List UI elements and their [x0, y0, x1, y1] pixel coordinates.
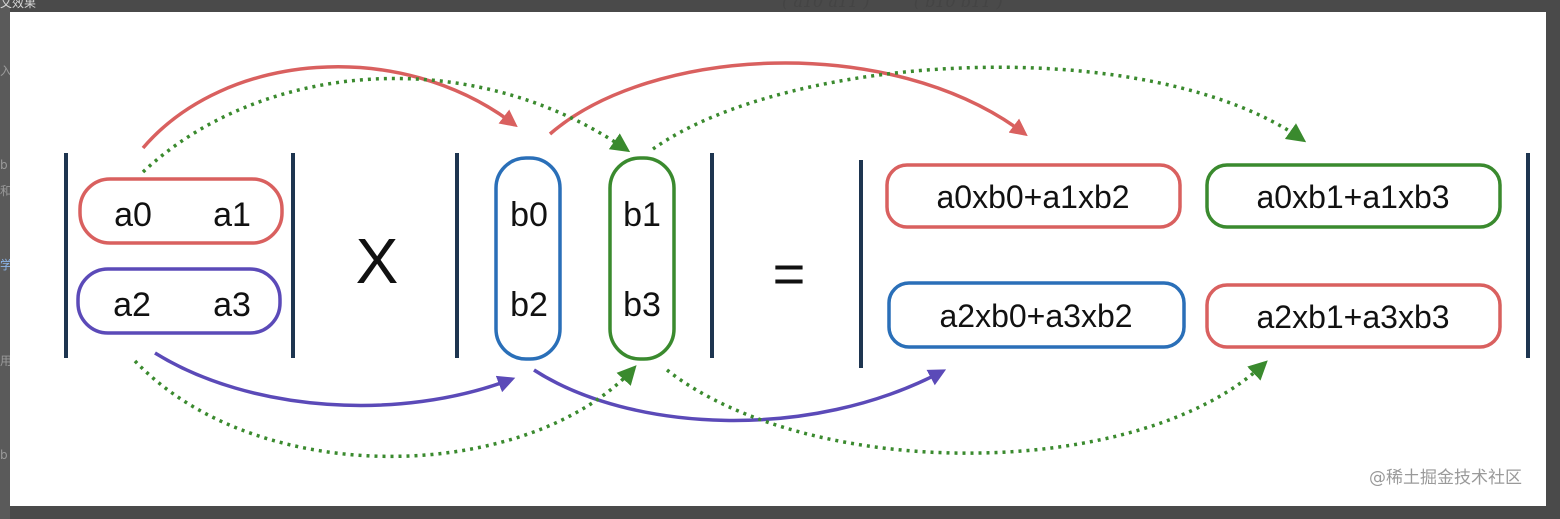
matrix-multiplication-diagram: a0 a1 a2 a3 X b0 b2 b1 b3 = a0xb0+a1xb2 …: [64, 61, 1530, 459]
arrow-a-row1-to-b-col1: [141, 65, 518, 150]
a2-label: a2: [113, 286, 151, 324]
arrow-a-row2-to-b-col2: [133, 359, 637, 459]
result-r1c1-box: [1205, 283, 1502, 349]
background-text: 入: [0, 64, 13, 78]
equals-operator: =: [773, 242, 806, 305]
result-r1c0-label: a2xb0+a3xb2: [939, 298, 1132, 334]
matrix-b-col1-box: [494, 156, 562, 361]
background-text: b: [0, 448, 8, 462]
background-sidebar: [0, 0, 10, 519]
background-link[interactable]: 学: [0, 258, 13, 272]
background-formula: ( a10 a11 ) ( b10 b11 ): [782, 0, 1003, 11]
b3-label: b3: [623, 286, 661, 324]
result-r1c0-box: [887, 281, 1186, 349]
background-text: b: [0, 158, 8, 172]
b1-label: b1: [623, 196, 661, 234]
arrow-a-row1-to-b-col2: [141, 76, 631, 174]
arrow-b-col2-to-result-r1c1: [665, 360, 1268, 455]
result-r0c0-box: [885, 163, 1182, 229]
a3-label: a3: [213, 286, 251, 324]
background-text: 文效果: [0, 0, 37, 10]
background-text: 和: [0, 184, 13, 198]
formula-left: ( a10 a11 ): [782, 0, 870, 11]
b2-label: b2: [510, 286, 548, 324]
matrix-a-row1-box: [78, 177, 284, 245]
arrow-b-col2-to-result-r0c1: [651, 65, 1307, 151]
result-r1c1-label: a2xb1+a3xb3: [1256, 299, 1449, 335]
result-r0c0-label: a0xb0+a1xb2: [936, 179, 1129, 215]
matrix-a-row2-box: [76, 267, 282, 335]
result-r0c1-label: a0xb1+a1xb3: [1256, 179, 1449, 215]
formula-right: ( b10 b11 ): [913, 0, 1003, 11]
arrow-a-row2-to-b-col1: [154, 351, 516, 408]
matrix-b-col2-box: [608, 156, 676, 361]
background-text: 用: [0, 354, 13, 368]
b0-label: b0: [510, 196, 548, 234]
diagram-canvas: a0 a1 a2 a3 X b0 b2 b1 b3 = a0xb0+a1xb2 …: [10, 12, 1546, 506]
arrow-b-col1-to-result-r1c0: [533, 368, 947, 423]
watermark: @稀土掘金技术社区: [1369, 468, 1522, 488]
multiply-operator: X: [356, 225, 399, 297]
a0-label: a0: [114, 196, 152, 234]
arrow-b-col1-to-result-r0c0: [548, 61, 1028, 137]
a1-label: a1: [213, 196, 251, 234]
result-r0c1-box: [1205, 163, 1502, 229]
